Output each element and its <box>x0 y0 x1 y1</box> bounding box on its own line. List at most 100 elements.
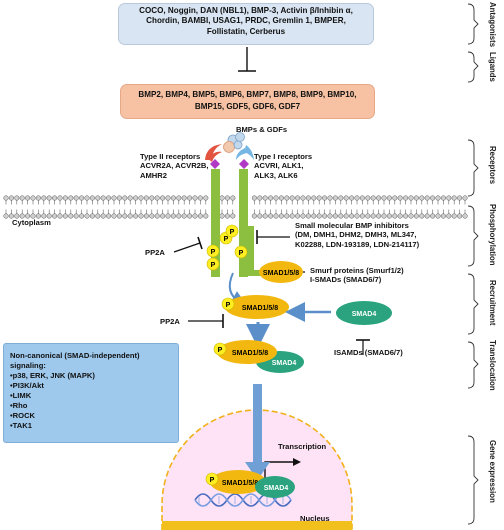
lipid-head <box>197 195 203 201</box>
lipid-head <box>224 195 230 201</box>
small-molecule-inhibitors: Small molecular BMP inhibitors (DM, DMH1… <box>295 221 419 249</box>
lipid-head <box>440 195 446 201</box>
noncanonical-item: TAK1 <box>10 421 172 431</box>
svg-text:SMAD4: SMAD4 <box>352 311 377 318</box>
lipid-head <box>440 213 446 219</box>
ligand-dimer <box>223 132 245 153</box>
lipid-head <box>84 195 90 201</box>
lipid-head <box>386 195 392 201</box>
lipid-head <box>187 213 193 219</box>
lipid-head <box>100 195 106 201</box>
phospho-3 <box>206 257 220 271</box>
lipid-head <box>376 213 382 219</box>
lipid-head <box>262 195 268 201</box>
lipid-head <box>451 213 457 219</box>
lipid-head <box>149 195 155 201</box>
lipid-head <box>359 213 365 219</box>
isamds-label: ISAMDs (SMAD6/7) <box>334 348 403 357</box>
inhibitors-line-2: (DM, DMH1, DHM2, DMH3, ML347, <box>295 230 417 240</box>
lipid-head <box>343 213 349 219</box>
lipid-head <box>95 213 101 219</box>
lipid-head <box>192 195 198 201</box>
lipid-head <box>154 213 160 219</box>
inhibitors-line-3: K02288, LDN-193189, LDN-214117) <box>295 239 420 249</box>
lipid-head <box>133 213 139 219</box>
lipid-head <box>68 213 74 219</box>
lipid-head <box>68 195 74 201</box>
lipid-head <box>257 213 263 219</box>
lipid-head <box>311 195 317 201</box>
lipid-head <box>354 213 360 219</box>
antagonists-line-2: Chordin, BAMBI, USAG1, PRDC, Gremlin 1, … <box>146 16 346 26</box>
lipid-head <box>143 195 149 201</box>
smad4-free: SMAD4 <box>336 301 392 325</box>
lipid-head <box>284 213 290 219</box>
type1-members-1: ACVRI, ALK1, <box>254 161 304 171</box>
phospho-4 <box>225 224 239 238</box>
lipid-head <box>181 213 187 219</box>
lipid-head <box>365 195 371 201</box>
ligands-line-2: BMP15, GDF5, GDF6, GDF7 <box>194 102 301 111</box>
type1-receptor <box>236 145 263 277</box>
lipid-head <box>457 213 463 219</box>
lipid-head <box>122 195 128 201</box>
lipid-head <box>170 213 176 219</box>
lipid-head <box>230 195 236 201</box>
type2-members-1: ACVR2A, ACVR2B, <box>140 161 209 171</box>
lipid-head <box>3 195 9 201</box>
lipid-head <box>138 213 144 219</box>
lipid-head <box>268 195 274 201</box>
lipid-head <box>408 213 414 219</box>
lipid-head <box>386 213 392 219</box>
lipid-head <box>289 195 295 201</box>
pp2a-inhibition-mid <box>188 314 224 328</box>
nuclear-smad-complex: P SMAD1/5/8 SMAD4 <box>205 470 295 498</box>
lipid-head <box>419 195 425 201</box>
lipid-head <box>273 213 279 219</box>
lipid-head <box>25 195 31 201</box>
lipid-head <box>138 195 144 201</box>
lipid-head <box>397 213 403 219</box>
lipid-head <box>300 195 306 201</box>
lipid-head <box>79 195 85 201</box>
lipid-head <box>370 213 376 219</box>
lipid-head <box>376 195 382 201</box>
lipid-head <box>451 195 457 201</box>
dna-helix <box>194 493 292 507</box>
lipid-head <box>181 195 187 201</box>
lipid-head <box>111 195 117 201</box>
svg-text:P: P <box>211 249 216 256</box>
noncanonical-signaling-box: Non-canonical (SMAD-independent) signali… <box>3 343 179 443</box>
svg-text:P: P <box>218 347 223 354</box>
lipid-head <box>176 195 182 201</box>
ligands-line-1: BMP2, BMP4, BMP5, BMP6, BMP7, BMP8, BMP9… <box>138 90 357 99</box>
smad-complex: SMAD4 P SMAD1/5/8 <box>213 340 304 373</box>
type2-members-2: AMHR2 <box>140 170 168 180</box>
type2-receptor <box>205 144 222 277</box>
lipid-head <box>251 213 257 219</box>
type1-members-2: ALK3, ALK6 <box>254 170 298 180</box>
svg-text:P: P <box>210 477 215 484</box>
lipid-head <box>116 195 122 201</box>
svg-text:SMAD1/5/8: SMAD1/5/8 <box>242 305 278 312</box>
lipid-head <box>316 195 322 201</box>
antagonists-box: COCO, Noggin, DAN (NBL1), BMP-3, Activin… <box>118 3 374 45</box>
bmps-gdfs-label: BMPs & GDFs <box>236 125 288 134</box>
lipid-head <box>62 195 68 201</box>
cell-membrane <box>3 195 468 219</box>
step-translocation: Translocation <box>488 340 497 391</box>
smad158-at-receptor: SMAD1/5/8 <box>259 261 303 283</box>
lipid-head <box>424 213 430 219</box>
noncanonical-item: Rho <box>10 401 172 411</box>
lipid-head <box>435 213 441 219</box>
svg-text:P: P <box>226 302 231 309</box>
translocation-arrow <box>245 384 270 480</box>
lipid-head <box>332 213 338 219</box>
type1-title: Type I receptors <box>254 152 313 161</box>
lipid-head <box>257 195 263 201</box>
lipid-head <box>338 213 344 219</box>
lipid-head <box>127 213 133 219</box>
lipid-head <box>106 195 112 201</box>
lipid-head <box>354 195 360 201</box>
